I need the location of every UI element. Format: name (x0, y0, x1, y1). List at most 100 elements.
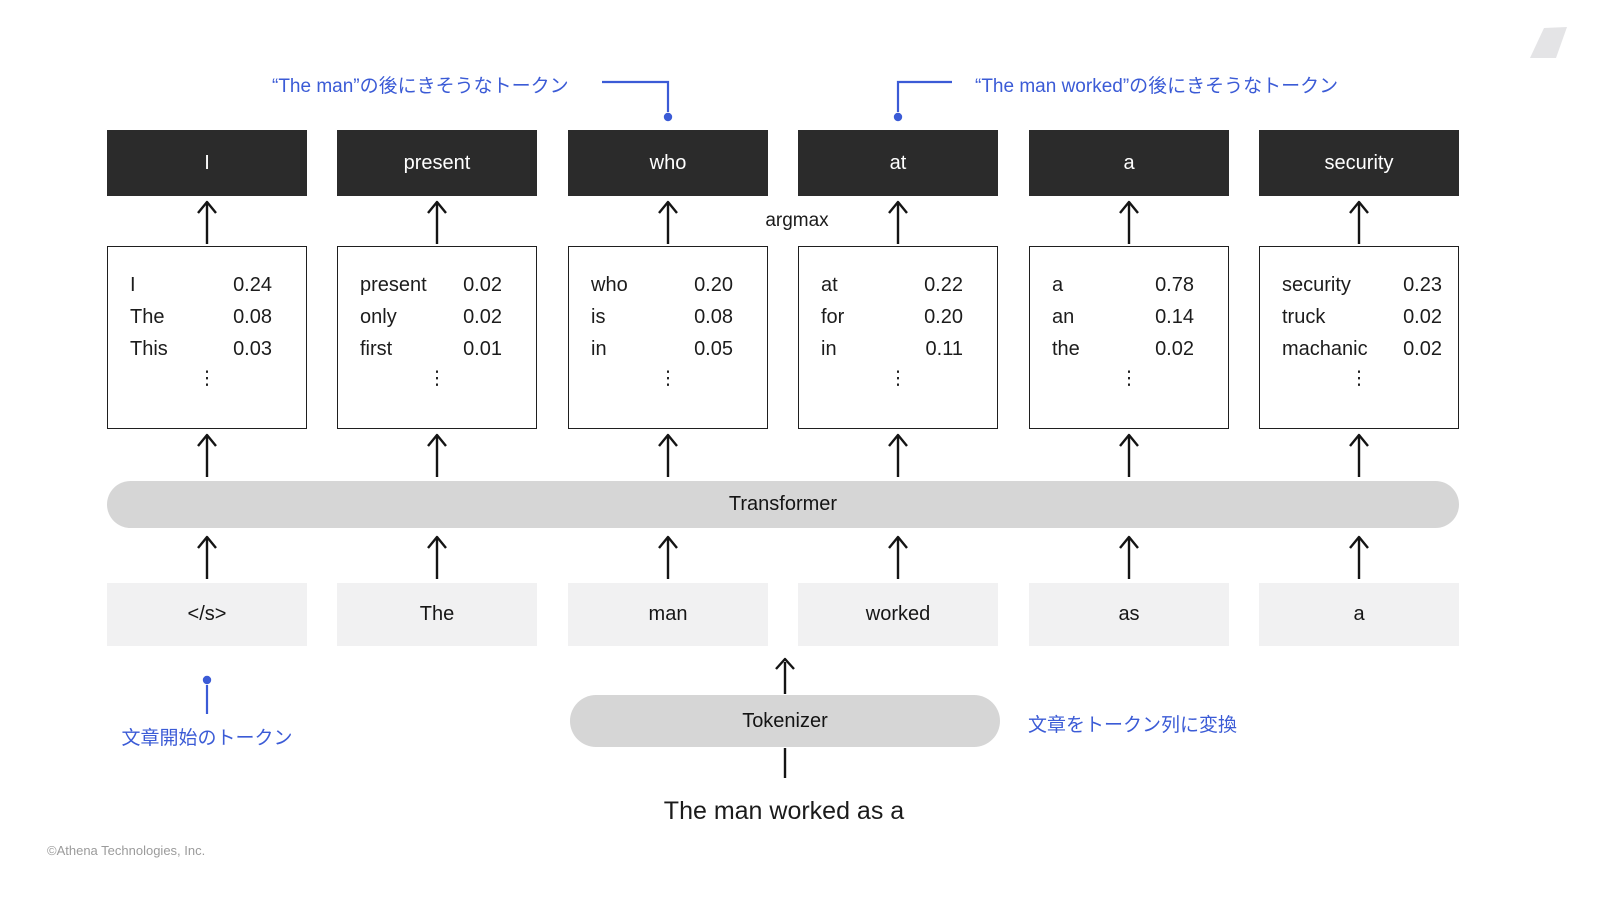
candidate-prob: 0.02 (1155, 338, 1194, 360)
arrow-up-icon (197, 200, 217, 244)
arrow-up-icon (658, 433, 678, 477)
input-token-box: man (568, 583, 768, 646)
candidate-row: truck 0.02 (1260, 301, 1458, 333)
candidate-prob: 0.02 (463, 274, 502, 296)
candidate-token: for (821, 306, 845, 328)
annotation-bos-token: 文章開始のトークン (121, 728, 293, 749)
candidate-token: present (360, 274, 427, 296)
input-sentence: The man worked as a (663, 797, 905, 825)
candidate-row: in 0.11 (799, 333, 997, 365)
ellipsis: ⋮ (888, 368, 908, 389)
probability-box: present 0.02 only 0.02 first 0.01 ⋮ (337, 246, 537, 429)
candidate-token: only (360, 306, 397, 328)
ellipsis: ⋮ (658, 368, 678, 389)
input-token-box: The (337, 583, 537, 646)
candidate-row: first 0.01 (338, 333, 536, 365)
arrow-up-icon (1349, 200, 1369, 244)
candidate-row: machanic 0.02 (1260, 333, 1458, 365)
tokenizer-arrow-up-icon (775, 657, 795, 670)
candidate-token: This (130, 338, 168, 360)
arrow-up-icon (1119, 433, 1139, 477)
candidate-token: security (1282, 274, 1351, 296)
annotation-tokenizer-note: 文章をトークン列に変換 (1028, 715, 1238, 736)
input-token-box: a (1259, 583, 1459, 646)
ellipsis: ⋮ (427, 368, 447, 389)
candidate-row: the 0.02 (1030, 333, 1228, 365)
candidate-row: This 0.03 (108, 333, 306, 365)
candidate-row: for 0.20 (799, 301, 997, 333)
candidate-token: in (821, 338, 837, 360)
candidate-row: security 0.23 (1260, 269, 1458, 301)
candidate-prob: 0.23 (1403, 274, 1442, 296)
output-token-box: who (568, 130, 768, 196)
pipeline-column: security security 0.23 truck 0.02 machanic… (1259, 0, 1459, 900)
annotation-top-left: “The man”の後にきそうなトークン (272, 76, 569, 97)
input-token-box: worked (798, 583, 998, 646)
annotation-top-right: “The man worked”の後にきそうなトークン (975, 76, 1339, 97)
candidate-prob: 0.08 (233, 306, 272, 328)
candidate-prob: 0.11 (925, 338, 963, 360)
arrow-up-icon (888, 535, 908, 579)
candidate-token: The (130, 306, 165, 328)
ellipsis: ⋮ (1119, 368, 1139, 389)
candidate-prob: 0.03 (233, 338, 272, 360)
arrow-up-icon (658, 200, 678, 244)
candidate-token: first (360, 338, 393, 360)
output-token-box: at (798, 130, 998, 196)
candidate-prob: 0.22 (924, 274, 963, 296)
transformer-bar: Transformer (107, 481, 1459, 528)
arrow-up-icon (658, 535, 678, 579)
candidate-token: the (1052, 338, 1080, 360)
candidate-prob: 0.02 (1403, 306, 1442, 328)
candidate-prob: 0.01 (463, 338, 502, 360)
ellipsis: ⋮ (197, 368, 217, 389)
arrow-up-icon (197, 535, 217, 579)
input-token-box: as (1029, 583, 1229, 646)
input-token-box: </s> (107, 583, 307, 646)
candidate-prob: 0.02 (1403, 338, 1442, 360)
candidate-prob: 0.20 (694, 274, 733, 296)
corner-logo (1530, 27, 1567, 58)
arrow-up-icon (427, 535, 447, 579)
candidate-token: in (591, 338, 607, 360)
output-token-box: present (337, 130, 537, 196)
candidate-row: only 0.02 (338, 301, 536, 333)
output-token-box: a (1029, 130, 1229, 196)
arrow-up-icon (1119, 535, 1139, 579)
arrow-up-icon (1119, 200, 1139, 244)
candidate-row: The 0.08 (108, 301, 306, 333)
candidate-row: present 0.02 (338, 269, 536, 301)
candidate-prob: 0.20 (924, 306, 963, 328)
output-token-box: I (107, 130, 307, 196)
candidate-token: truck (1282, 306, 1326, 328)
candidate-prob: 0.08 (694, 306, 733, 328)
output-token-box: security (1259, 130, 1459, 196)
arrow-up-icon (1349, 433, 1369, 477)
arrow-up-icon (888, 433, 908, 477)
copyright-notice: ©Athena Technologies, Inc. (47, 843, 206, 858)
candidate-token: machanic (1282, 338, 1368, 360)
arrow-up-icon (427, 433, 447, 477)
tokenizer-bar: Tokenizer (570, 695, 1000, 747)
arrow-up-icon (888, 200, 908, 244)
candidate-token: I (130, 274, 136, 296)
pipeline-column: present present 0.02 only 0.02 first 0.01 ⋮… (337, 0, 537, 900)
candidate-prob: 0.02 (463, 306, 502, 328)
